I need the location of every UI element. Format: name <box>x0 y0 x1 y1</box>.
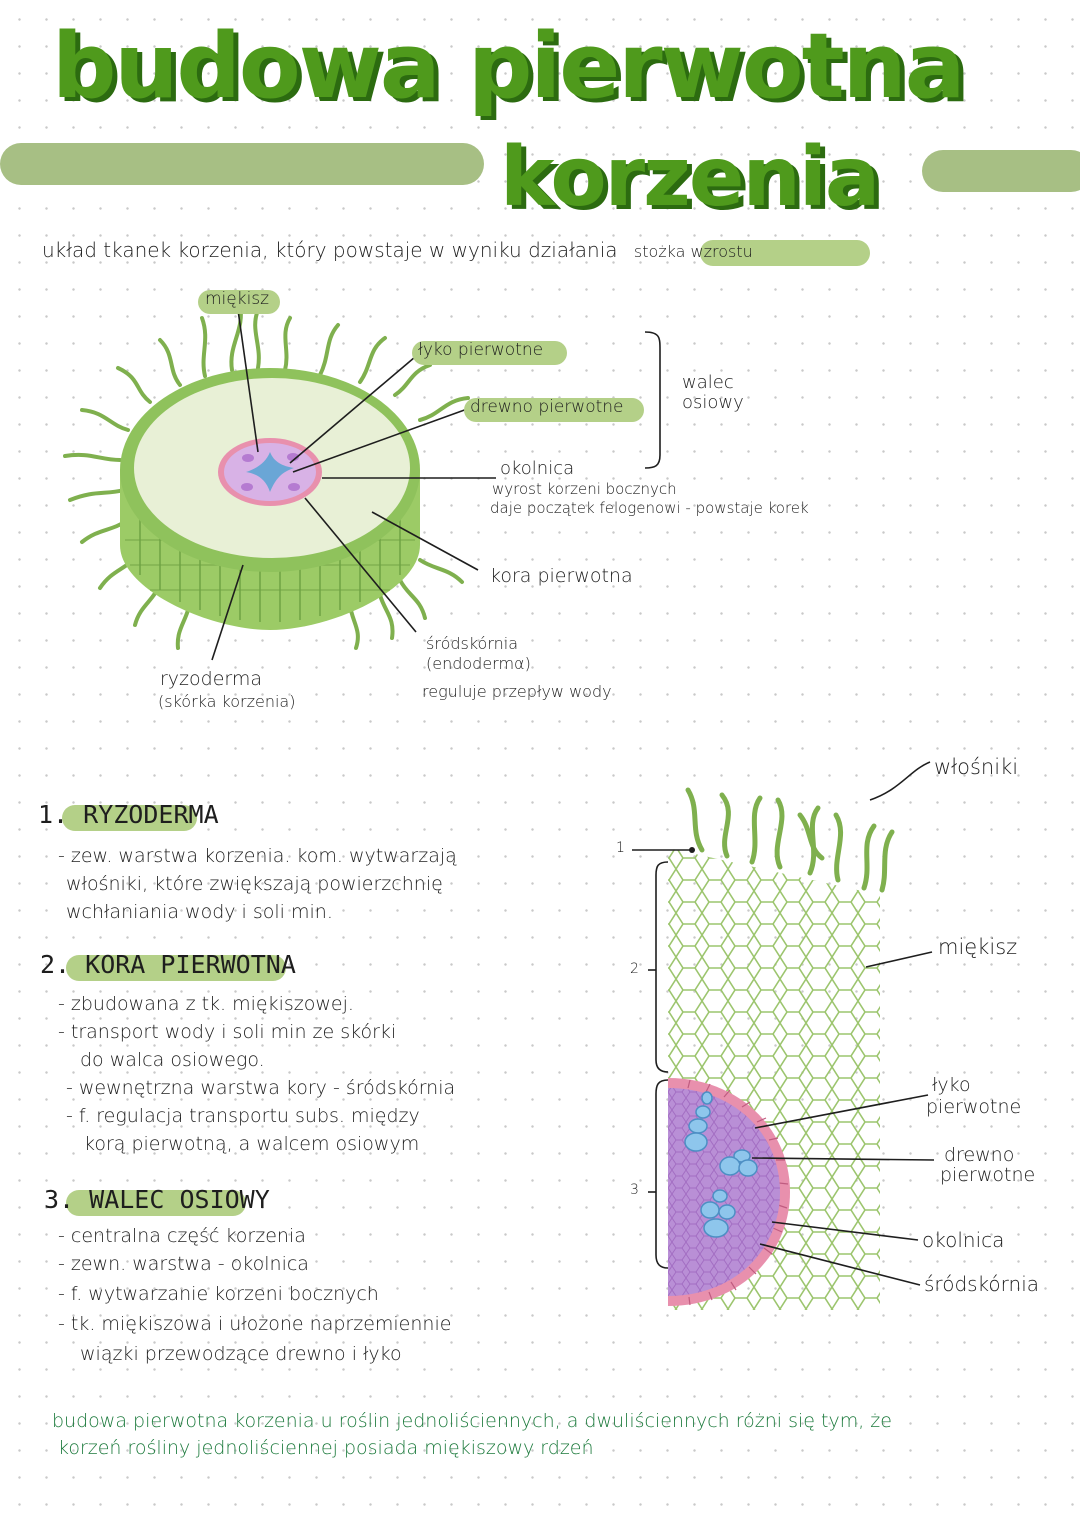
label-walec-1: walec <box>682 372 734 393</box>
section3-line3: - f. wytwarzanie korzeni bocznych <box>58 1283 379 1305</box>
endodermis-cells <box>687 1079 789 1306</box>
marker-dot <box>689 847 695 853</box>
section2-title: 2. KORA PIERWOTNA <box>40 950 296 979</box>
detail-label-srodskornia: śródskórnia <box>924 1272 1040 1296</box>
label-ryzoderma-1: ryzoderma <box>160 668 263 690</box>
label-walec-2: osiowy <box>682 392 744 413</box>
xylem-cross <box>246 452 294 492</box>
section2-line3: do walca osiowego. <box>80 1049 265 1071</box>
label-pill-drewno <box>464 398 644 422</box>
section1-pill <box>62 805 197 831</box>
label-pill-miekisz <box>198 290 280 314</box>
label-pill-lyko <box>412 341 567 365</box>
section3-pill <box>66 1190 246 1216</box>
label-kora: kora pierwotna <box>490 565 633 587</box>
phloem-dots <box>241 453 300 491</box>
label-okolnica-desc1: wyrost korzeni bocznych <box>492 480 677 498</box>
section3-line1: - centralna część korzenia <box>58 1225 306 1247</box>
detail-xylem <box>684 1091 758 1238</box>
section2-line4: - wewnętrzna warstwa kory - śródskórnia <box>66 1077 456 1099</box>
section2-line1: - zbudowana z tk. miękiszowej. <box>58 993 354 1015</box>
section2-line6: korą pierwotną, a walcem osiowym <box>84 1133 420 1155</box>
detail-root-hairs <box>685 787 895 893</box>
detail-marker-3: 3 <box>630 1182 639 1198</box>
label-lyko: łyko pierwotne <box>418 340 544 360</box>
section2-pill <box>66 955 286 981</box>
intro-text: układ tkanek korzenia, który powstaje w … <box>42 238 753 262</box>
page-title-line1: budowa pierwotna <box>52 14 965 119</box>
leader-lines-top <box>211 309 661 661</box>
intro-main: układ tkanek korzenia, który powstaje w … <box>42 238 618 262</box>
footer-line1: budowa pierwotna korzenia u roślin jedno… <box>52 1410 892 1432</box>
section1-line1: - zew. warstwa korzenia. kom. wytwarzają <box>58 845 457 867</box>
detail-marker-1: 1 <box>616 840 625 856</box>
detail-label-lyko-2: pierwotne <box>926 1096 1022 1118</box>
label-miekisz: miękisz <box>205 289 270 309</box>
detail-label-lyko-1: łyko <box>932 1074 971 1096</box>
section3-line2: - zewn. warstwa - okolnica <box>58 1253 309 1275</box>
detail-label-drewno-2: pierwotne <box>940 1164 1036 1186</box>
label-srodskornia-2: (endodermα) <box>426 654 531 673</box>
section2-line5: - f. regulacja transportu subs. między <box>66 1105 420 1127</box>
section3-line4: - tk. miękiszowa i ułożone naprzemiennie <box>58 1313 452 1335</box>
label-ryzoderma-2: (skórka korzenia) <box>158 692 296 711</box>
title-bar-left <box>0 143 484 185</box>
page-title-line2: korzenia <box>500 130 880 225</box>
label-srodskornia-desc: reguluje przepływ wody <box>422 682 612 701</box>
section1-line3: wchłaniania wody i soli min. <box>66 901 333 923</box>
intro-highlight: stożka wzrostu <box>633 242 753 261</box>
section3-title: 3. WALEC OSIOWY <box>44 1185 270 1214</box>
detail-label-okolnica: okolnica <box>922 1228 1005 1252</box>
label-srodskornia-1: śródskórnia <box>426 634 519 653</box>
detail-label-drewno-1: drewno <box>944 1144 1015 1166</box>
section2-line2: - transport wody i soli min ze skórki <box>58 1021 397 1043</box>
detail-marker-2: 2 <box>630 961 639 977</box>
label-drewno: drewno pierwotne <box>470 397 624 417</box>
section1-line2: włośniki, które zwiększają powierzchnię <box>66 873 443 895</box>
footer-line2: korzeń rośliny jednoliściennej posiada m… <box>58 1437 594 1459</box>
label-okolnica: okolnica <box>500 458 575 479</box>
detail-label-wlosniki: włośniki <box>934 755 1019 779</box>
intro-highlight-pill <box>700 240 870 266</box>
detail-brackets <box>632 849 690 1269</box>
section3-line5: wiązki przewodzące drewno i łyko <box>80 1343 402 1365</box>
label-okolnica-desc2: daje początek felogenowi - powstaje kore… <box>490 499 809 517</box>
section1-title: 1. RYZODERMA <box>38 800 219 829</box>
leader-lines-detail <box>751 761 935 1286</box>
title-bar-right <box>922 150 1080 192</box>
detail-label-miekisz: miękisz <box>938 935 1018 959</box>
